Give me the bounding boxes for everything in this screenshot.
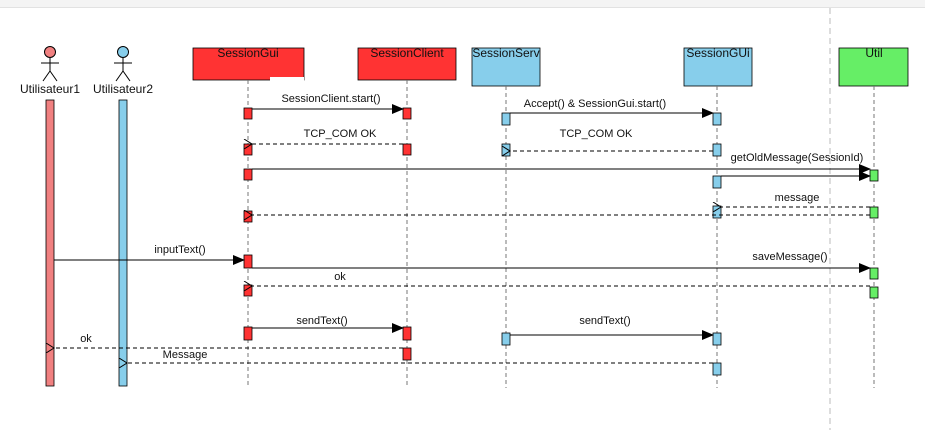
message-savemessage[interactable]: saveMessage() bbox=[252, 251, 871, 273]
message-label: ok bbox=[334, 271, 346, 283]
return-ok-utilisateur1[interactable]: ok bbox=[54, 333, 403, 348]
message-label: Message bbox=[163, 349, 208, 361]
actor-label: Utilisateur1 bbox=[20, 82, 80, 96]
message-label: TCP_COM OK bbox=[304, 128, 377, 140]
message-sendtext-2[interactable]: sendText() bbox=[510, 315, 714, 340]
actor-activation-bar bbox=[118, 99, 128, 387]
message-sendtext-1[interactable]: sendText() bbox=[252, 315, 404, 333]
return-tcp-com-ok-2[interactable]: TCP_COM OK bbox=[510, 128, 713, 151]
message-label: sendText() bbox=[296, 315, 347, 327]
actor-utilisateur1[interactable]: Utilisateur1 bbox=[20, 46, 80, 387]
message-label: ok bbox=[80, 333, 92, 345]
activation-box bbox=[243, 284, 253, 297]
return-message-utilisateur2[interactable]: Message bbox=[127, 349, 713, 363]
header-overlay bbox=[270, 77, 304, 81]
message-label: inputText() bbox=[154, 244, 205, 256]
activation-box bbox=[402, 143, 412, 156]
participant-label: SessionClient bbox=[370, 46, 444, 60]
participant-sessionserv[interactable]: SessionServ bbox=[471, 46, 541, 388]
activation-box bbox=[243, 107, 253, 120]
activation-box bbox=[402, 107, 412, 120]
message-label: Accept() & SessionGui.start() bbox=[524, 98, 666, 110]
actor-label: Utilisateur2 bbox=[93, 82, 153, 96]
participant-label: SessionGui bbox=[217, 46, 278, 60]
activation-box bbox=[243, 254, 253, 269]
message-inputtext[interactable]: inputText() bbox=[54, 244, 245, 265]
message-label: getOldMessage(SessionId) bbox=[731, 152, 864, 164]
stick-figure-icon bbox=[114, 46, 132, 82]
message-label: saveMessage() bbox=[752, 251, 827, 263]
return-ok-savemessage[interactable]: ok bbox=[252, 271, 870, 286]
activation-box bbox=[869, 267, 879, 280]
message-label: message bbox=[775, 192, 820, 204]
participant-sessiongui-2[interactable]: SessionGUi bbox=[683, 46, 753, 388]
return-message[interactable]: message bbox=[252, 192, 870, 215]
activation-box bbox=[243, 210, 253, 223]
activation-box bbox=[243, 326, 253, 341]
participant-label: Util bbox=[865, 46, 882, 60]
activation-box bbox=[712, 332, 722, 346]
participant-label: SessionGUi bbox=[686, 46, 749, 60]
activation-box bbox=[243, 143, 253, 156]
activation-box bbox=[243, 168, 253, 181]
activation-box bbox=[712, 143, 722, 157]
participant-sessiongui-1[interactable]: SessionGui bbox=[192, 46, 305, 388]
participant-sessionclient[interactable]: SessionClient bbox=[357, 46, 457, 388]
activation-box bbox=[869, 286, 879, 299]
actor-activation-bar bbox=[45, 99, 55, 387]
message-getoldmessage[interactable]: getOldMessage(SessionId) bbox=[252, 152, 871, 181]
participant-util[interactable]: Util bbox=[838, 46, 909, 388]
activation-box bbox=[712, 362, 722, 376]
return-tcp-com-ok-1[interactable]: TCP_COM OK bbox=[252, 128, 403, 144]
top-toolbar-strip bbox=[0, 0, 925, 8]
activation-box bbox=[712, 175, 722, 189]
message-label: SessionClient.start() bbox=[281, 93, 380, 105]
activation-box bbox=[501, 143, 511, 157]
activation-box bbox=[402, 347, 412, 361]
message-accept-sessiongui-start[interactable]: Accept() & SessionGui.start() bbox=[510, 98, 714, 118]
activation-box bbox=[501, 332, 511, 346]
message-label: sendText() bbox=[579, 315, 630, 327]
stick-figure-icon bbox=[41, 46, 59, 82]
activation-box bbox=[869, 206, 879, 219]
activation-box bbox=[869, 169, 879, 182]
message-label: TCP_COM OK bbox=[560, 128, 633, 140]
activation-box bbox=[501, 112, 511, 126]
activation-box bbox=[712, 205, 722, 219]
message-sessionclient-start[interactable]: SessionClient.start() bbox=[252, 93, 404, 114]
activation-box bbox=[402, 326, 412, 341]
participant-label: SessionServ bbox=[472, 46, 539, 60]
activation-box bbox=[712, 112, 722, 126]
actor-utilisateur2[interactable]: Utilisateur2 bbox=[93, 46, 153, 387]
